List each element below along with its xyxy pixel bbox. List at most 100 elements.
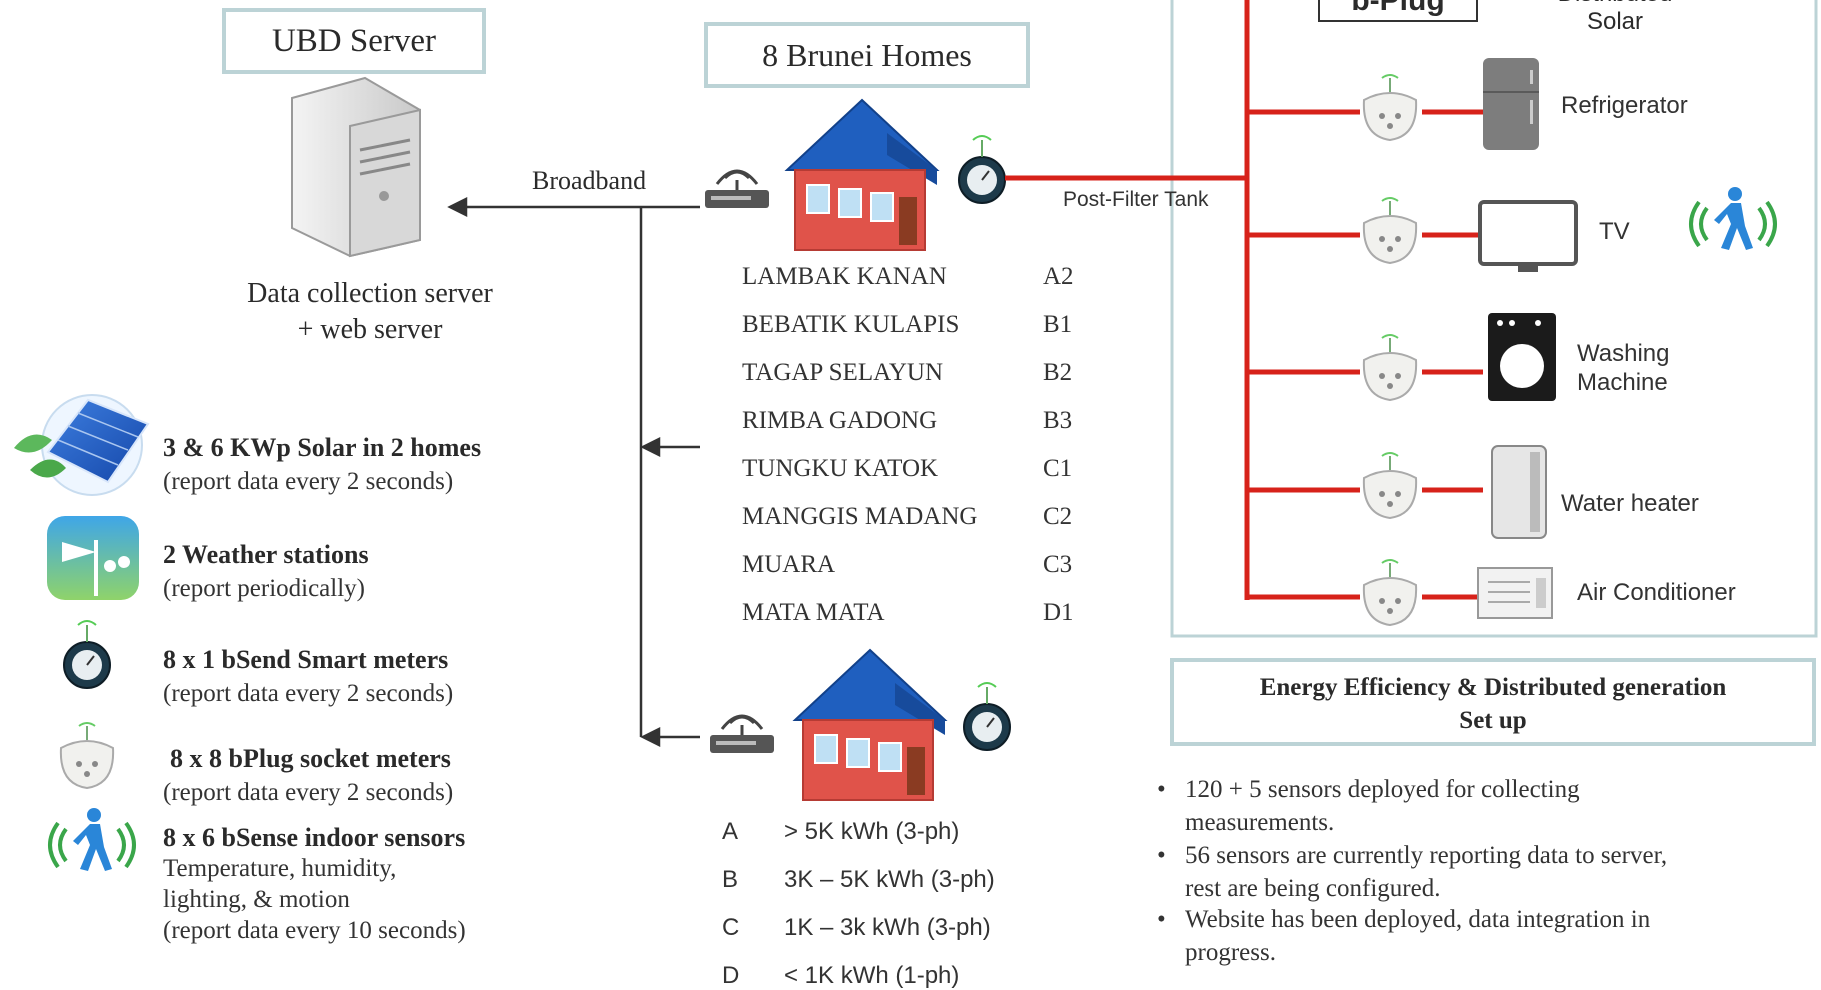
air-conditioner-icon [1477, 567, 1553, 619]
legend-weather-sub: (report periodically) [163, 575, 365, 602]
tier-range: 3K – 5K kWh (3-ph) [784, 866, 995, 893]
smart-meter-icon-top [958, 135, 1006, 204]
socket-meter-icon [1362, 197, 1418, 264]
air-conditioner-label: Air Conditioner [1577, 579, 1736, 606]
water-heater-label: Water heater [1561, 490, 1699, 517]
bplug-label: b-Plug [1351, 0, 1445, 17]
server-title: UBD Server [271, 22, 437, 59]
bullet-dot: • [1157, 906, 1166, 933]
home-name: MANGGIS MADANG [742, 503, 978, 530]
router-icon-top [703, 169, 771, 210]
weather-station-icon [47, 516, 139, 600]
legend-solar-sub: (report data every 2 seconds) [163, 468, 454, 495]
legend-motion-sensor-sub2: lighting, & motion [163, 886, 350, 913]
home-name: LAMBAK KANAN [742, 263, 947, 290]
legend-socket-meter-sub: (report data every 2 seconds) [163, 779, 454, 806]
appliance-panel [1170, 0, 1818, 638]
home-code: A2 [1043, 263, 1074, 290]
refrigerator-icon [1483, 58, 1539, 150]
ee-bullet-line1: 56 sensors are currently reporting data … [1185, 842, 1668, 869]
legend-socket-meter-main: 8 x 8 bPlug socket meters [170, 744, 451, 773]
homes-title: 8 Brunei Homes [762, 36, 972, 73]
home-name: MUARA [742, 551, 836, 578]
legend-weather-main: 2 Weather stations [163, 540, 369, 569]
tier-range: > 5K kWh (3-ph) [784, 818, 960, 845]
solar-label-text: Solar [1586, 8, 1644, 35]
home-name: TAGAP SELAYUN [742, 359, 944, 386]
ee-title-box: Energy Efficiency & Distributed generati… [1170, 658, 1816, 746]
home-name: MATA MATA [742, 599, 885, 626]
ee-bullet: • 56 sensors are currently reporting dat… [1157, 839, 1805, 905]
legend-motion-sensor-main: 8 x 6 bSense indoor sensors [163, 823, 466, 852]
solar-panel-icon [14, 394, 150, 496]
socket-meter-icon [1362, 559, 1418, 626]
motion-sensor-icon [48, 806, 136, 873]
tv-label: TV [1599, 218, 1630, 245]
home-icon-bottom [794, 649, 946, 801]
washing-machine-icon [1488, 313, 1556, 401]
bullet-dot: • [1157, 776, 1166, 803]
tank-label: Post-Filter Tank [1063, 188, 1209, 211]
solar-label: Distributed Solar [1530, 0, 1700, 36]
home-code: B1 [1043, 311, 1073, 338]
server-icon [291, 76, 421, 258]
solar-label-top: Distributed [1530, 0, 1700, 8]
tier-code: C [722, 914, 740, 941]
ee-bullet: • Website has been deployed, data integr… [1157, 903, 1805, 969]
home-code: D1 [1043, 599, 1074, 626]
bplug-label-box: b-Plug [1318, 0, 1478, 22]
home-name: RIMBA GADONG [742, 407, 938, 434]
socket-meter-icon [59, 722, 115, 789]
smart-meter-icon-bottom [963, 682, 1011, 751]
ee-bullet-line2: progress. [1185, 939, 1276, 966]
home-code: C3 [1043, 551, 1073, 578]
server-caption-line2: + web server [297, 314, 443, 345]
legend-motion-sensor-sub1: Temperature, humidity, [163, 855, 397, 882]
smart-meter-icon [63, 620, 111, 689]
ee-bullet-line2: measurements. [1185, 809, 1335, 836]
refrigerator-label: Refrigerator [1561, 92, 1688, 119]
wiring [1005, 0, 1483, 600]
tier-range: 1K – 3k kWh (3-ph) [784, 914, 991, 941]
motion-sensor-icon [1689, 185, 1777, 252]
legend-solar-main: 3 & 6 KWp Solar in 2 homes [163, 433, 482, 462]
legend-smart-meter-main: 8 x 1 bSend Smart meters [163, 645, 449, 674]
legend-smart-meter: 8 x 1 bSend Smart meters (report data ev… [163, 643, 453, 711]
ee-bullet-line1: Website has been deployed, data integrat… [1185, 906, 1651, 933]
ee-title-line2: Set up [1459, 707, 1527, 734]
tier-code: D [722, 962, 740, 989]
washing-machine-label-line1: Washing [1577, 340, 1670, 367]
legend-motion-sensor: 8 x 6 bSense indoor sensors Temperature,… [163, 822, 466, 946]
washing-machine-label: Washing Machine [1577, 339, 1669, 397]
tv-icon [1478, 200, 1578, 272]
home-code: C1 [1043, 455, 1073, 482]
server-title-box: UBD Server [222, 8, 486, 74]
socket-meter-icon [1362, 74, 1418, 141]
broadband-label: Broadband [532, 166, 647, 195]
home-name: TUNGKU KATOK [742, 455, 939, 482]
legend-weather: 2 Weather stations (report periodically) [163, 538, 369, 606]
bullet-dot: • [1157, 842, 1166, 869]
ee-bullet: • 120 + 5 sensors deployed for collectin… [1157, 773, 1805, 839]
legend-solar: 3 & 6 KWp Solar in 2 homes (report data … [163, 431, 481, 499]
legend-smart-meter-sub: (report data every 2 seconds) [163, 680, 454, 707]
tier-code: B [722, 866, 739, 893]
home-code: B2 [1043, 359, 1073, 386]
tier-code: A [722, 818, 739, 845]
home-icon-top [786, 99, 938, 251]
server-caption: Data collection server + web server [200, 276, 540, 348]
socket-meter-icon [1362, 452, 1418, 519]
tier-range: < 1K kWh (1-ph) [784, 962, 960, 989]
ee-title-line1: Energy Efficiency & Distributed generati… [1259, 674, 1727, 701]
broadband-links [447, 196, 700, 748]
router-icon-bottom [708, 714, 776, 755]
socket-meter-icon [1362, 334, 1418, 401]
ee-bullet-line2: rest are being configured. [1185, 875, 1441, 902]
washing-machine-label-line2: Machine [1577, 369, 1668, 396]
server-caption-line1: Data collection server [247, 278, 493, 309]
legend-socket-meter: 8 x 8 bPlug socket meters (report data e… [163, 742, 453, 810]
home-code: B3 [1043, 407, 1073, 434]
homes-title-box: 8 Brunei Homes [704, 22, 1030, 88]
home-code: C2 [1043, 503, 1073, 530]
